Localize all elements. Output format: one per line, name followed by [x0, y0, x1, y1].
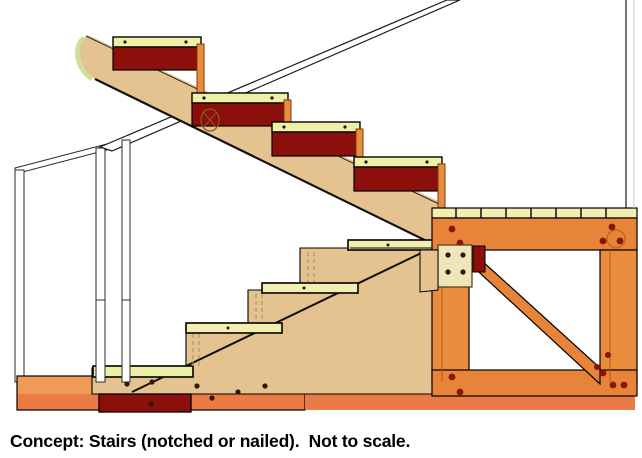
deck-post-right [599, 249, 638, 383]
deck-boards [431, 207, 638, 219]
upper-stringer [75, 35, 442, 249]
upper-tread-4 [353, 156, 446, 209]
rail-post-second-front [95, 299, 106, 383]
lower-tread-1 [347, 239, 445, 251]
lower-tread-3 [185, 294, 283, 334]
deck-bolt-dots [448, 223, 628, 396]
lower-treads [92, 239, 445, 378]
upper-treads [112, 36, 446, 209]
base-red-block [98, 393, 192, 413]
caption-bar: Concept: Stairs (notched or nailed). Not… [0, 424, 642, 458]
caption-text: Concept: Stairs (notched or nailed). Not… [10, 430, 411, 451]
lower-tread-2 [261, 252, 359, 294]
stringer-ledger [419, 249, 439, 293]
rail-post-left [14, 169, 25, 383]
upper-tread-1 [112, 36, 205, 95]
base-nail-dots [124, 379, 268, 407]
joist-hanger [437, 244, 486, 288]
rail-post-third-front [121, 299, 131, 383]
lower-tread-4 [92, 334, 200, 378]
